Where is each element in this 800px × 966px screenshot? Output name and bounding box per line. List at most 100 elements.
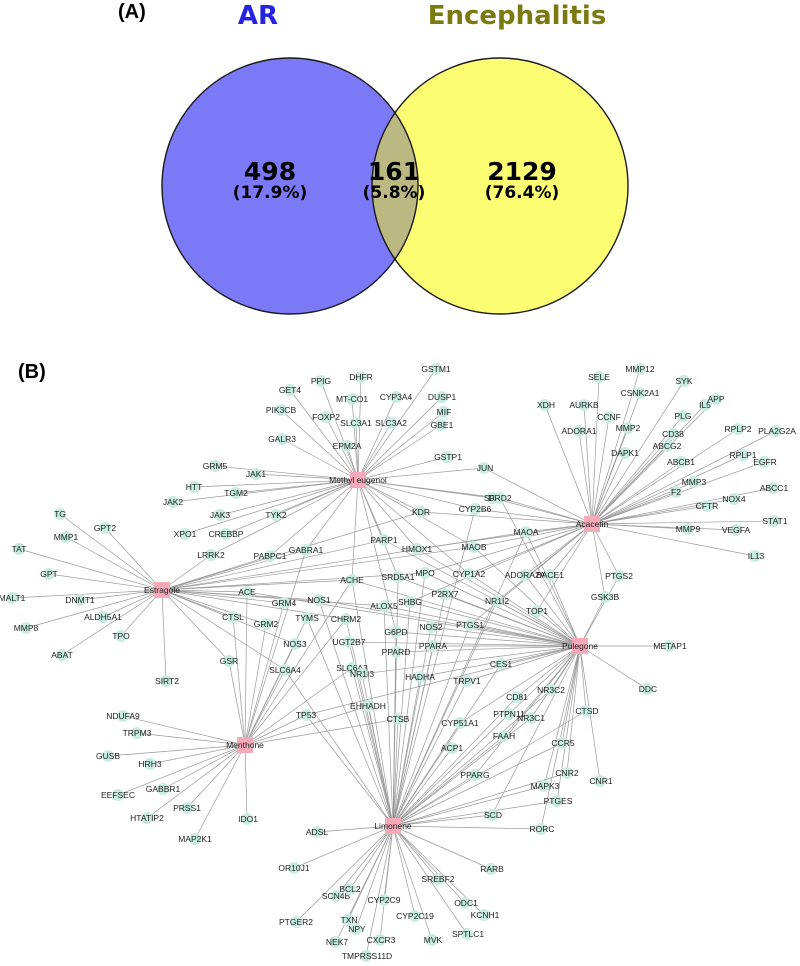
- target-node-label: CTSD: [575, 706, 598, 716]
- target-node-dot: [301, 612, 313, 624]
- edge: [392, 722, 461, 827]
- target-node-label: NR3C2: [537, 685, 565, 695]
- target-node: CTSD: [575, 705, 599, 717]
- target-node-dot: [459, 897, 471, 909]
- target-node-dot: [320, 411, 332, 423]
- edge: [193, 479, 359, 488]
- target-node-dot: [404, 596, 416, 608]
- edge: [48, 573, 163, 591]
- target-node: ODC1: [454, 897, 478, 909]
- target-node-dot: [710, 393, 722, 405]
- target-node-label: PPIG: [311, 376, 331, 386]
- target-node-label: NOX4: [722, 494, 745, 504]
- edge: [348, 641, 581, 647]
- target-node-dot: [770, 425, 782, 437]
- target-node-label: XPO1: [174, 529, 197, 539]
- target-node-dot: [469, 769, 481, 781]
- target-node: MMP3: [682, 476, 707, 488]
- target-node-dot: [313, 594, 325, 606]
- edge: [18, 548, 163, 591]
- target-node: EHHADH: [350, 700, 386, 712]
- target-node-label: TXN: [341, 915, 358, 925]
- edge: [591, 368, 641, 525]
- target-node-dot: [385, 417, 397, 429]
- target-node-label: SIRT2: [155, 676, 179, 686]
- target-node: IDO1: [238, 813, 258, 825]
- target-node: CD81: [506, 691, 528, 703]
- target-node-label: ABCG2: [653, 441, 682, 451]
- target-node-label: HADHA: [405, 672, 435, 682]
- edge: [591, 523, 756, 557]
- target-node: DRD2: [488, 492, 512, 504]
- target-node-dot: [732, 423, 744, 435]
- target-node: NOX4: [722, 493, 746, 505]
- target-node-label: SELE: [588, 372, 610, 382]
- edge: [219, 479, 359, 516]
- target-node-label: G6PD: [384, 627, 407, 637]
- edge: [499, 497, 581, 647]
- target-node: UGT2B7: [332, 636, 366, 648]
- edge: [591, 487, 774, 525]
- edge: [473, 546, 581, 647]
- target-node-dot: [594, 775, 606, 787]
- edge: [305, 645, 581, 716]
- edge: [395, 645, 581, 653]
- edge: [246, 591, 581, 647]
- edge: [11, 589, 163, 599]
- edge: [161, 589, 248, 593]
- target-node-label: ADSL: [306, 827, 328, 837]
- target-node-dot: [390, 646, 402, 658]
- compound-hub-label: Acacetin: [576, 519, 609, 529]
- target-node-label: ALDH5A1: [84, 612, 122, 622]
- target-node-label: PTGES: [544, 796, 573, 806]
- edge: [583, 404, 593, 525]
- edge: [232, 616, 246, 746]
- target-node-label: CNR2: [555, 768, 578, 778]
- edge: [591, 523, 620, 577]
- target-node-label: CXCR3: [367, 935, 396, 945]
- set-label-ar: AR: [238, 1, 278, 31]
- target-node-label: JUN: [477, 463, 494, 473]
- target-node-label: PPARG: [460, 770, 489, 780]
- target-node-dot: [468, 541, 480, 553]
- edge: [357, 396, 443, 481]
- edge: [392, 742, 563, 827]
- edge: [367, 705, 394, 827]
- target-node-label: GALR3: [268, 434, 296, 444]
- target-node-dot: [419, 567, 431, 579]
- target-node-dot: [209, 460, 221, 472]
- edge: [392, 825, 542, 830]
- edge: [305, 714, 394, 827]
- edge: [244, 705, 369, 746]
- edge: [392, 814, 493, 827]
- edge: [508, 645, 581, 715]
- target-node-dot: [6, 592, 18, 604]
- target-node-label: HTATIP2: [130, 813, 164, 823]
- target-node-label: NR1I2: [485, 596, 509, 606]
- percent-encephalitis-only: (76.4%): [485, 183, 560, 203]
- compound-hub: Methyl eugenol: [329, 472, 387, 488]
- target-node-dot: [678, 375, 690, 387]
- edge: [295, 825, 394, 923]
- target-node-label: SRC: [484, 493, 502, 503]
- target-node-dot: [767, 482, 779, 494]
- target-node: RPLP2: [725, 423, 752, 435]
- edge: [355, 422, 359, 481]
- target-node-dot: [300, 709, 312, 721]
- target-node-dot: [430, 363, 442, 375]
- network-edges: [11, 368, 777, 957]
- target-node-dot: [561, 767, 573, 779]
- edge: [392, 696, 518, 827]
- target-node-label: PLA2G2A: [758, 426, 796, 436]
- edge: [543, 645, 581, 787]
- target-node: CCNF: [597, 411, 621, 423]
- target-node-label: JAK1: [246, 469, 267, 479]
- target-node-label: OR10J1: [278, 863, 309, 873]
- target-node: HRH3: [138, 758, 162, 770]
- edge: [149, 744, 246, 765]
- edge: [516, 645, 581, 698]
- target-node: MAP2K1: [178, 833, 212, 845]
- target-node-dot: [117, 710, 129, 722]
- target-node-dot: [290, 916, 302, 928]
